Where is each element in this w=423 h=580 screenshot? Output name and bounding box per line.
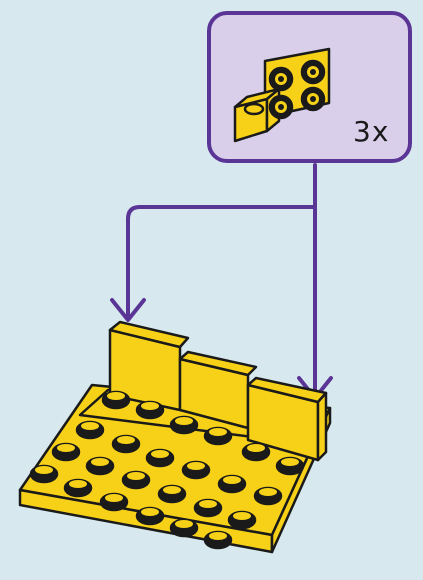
bracket-part-icon	[233, 47, 331, 143]
parts-callout: 3x	[207, 11, 412, 163]
part-quantity: 3x	[353, 115, 390, 148]
arrow-to-left-bracket	[126, 163, 317, 320]
